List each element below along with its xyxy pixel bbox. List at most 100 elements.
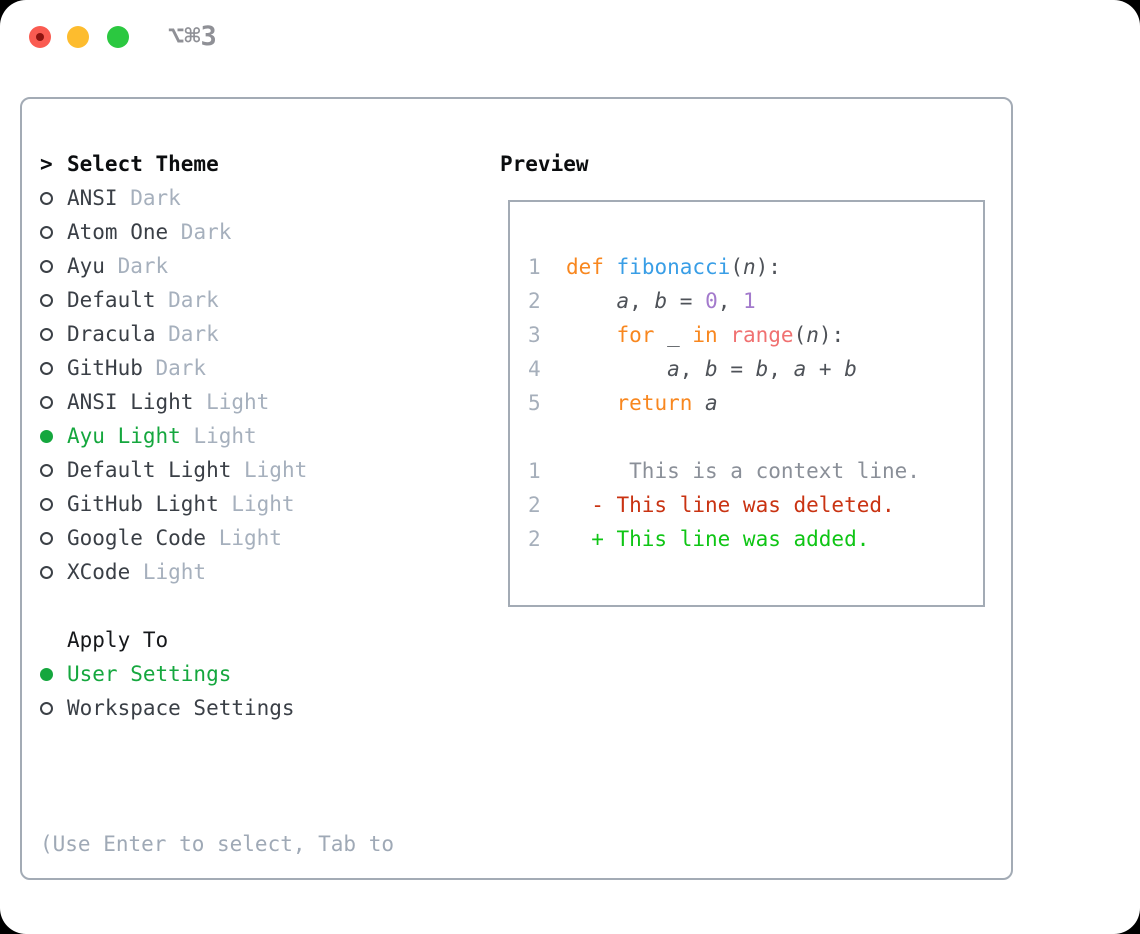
code-token: [566, 323, 617, 347]
radio-icon: [40, 293, 53, 307]
apply-to-header: Apply To: [40, 623, 394, 657]
code-token: 1: [743, 289, 756, 313]
code-token: b: [654, 289, 668, 313]
code-token: [604, 255, 617, 279]
radio-slot: [40, 497, 67, 511]
code-token: n: [806, 323, 819, 347]
line-number: 5: [528, 391, 566, 415]
theme-name: Ayu: [67, 254, 105, 278]
code-line: 5 return a: [528, 386, 983, 420]
radio-selected-icon: [40, 429, 53, 443]
radio-slot: [40, 327, 67, 341]
radio-icon: [40, 701, 53, 715]
code-token: This is a context line.: [629, 459, 920, 483]
theme-option[interactable]: Default Dark: [40, 283, 394, 317]
theme-variant-tag: Light: [193, 424, 257, 448]
theme-variant-tag: Dark: [180, 220, 232, 244]
radio-icon: [40, 497, 53, 511]
line-number: 2: [528, 289, 566, 313]
select-theme-title: Select Theme: [67, 152, 219, 176]
code-token: for: [616, 323, 655, 347]
code-line: 1 This is a context line.: [528, 454, 983, 488]
theme-option[interactable]: GitHub Light Light: [40, 487, 394, 521]
code-line: [528, 420, 983, 454]
code-line: 3 for _ in range(n):: [528, 318, 983, 352]
radio-slot: [40, 225, 67, 239]
theme-variant-tag: Light: [218, 526, 282, 550]
line-number: 1: [528, 459, 630, 483]
theme-name: ANSI: [67, 186, 118, 210]
zoom-button[interactable]: [107, 26, 129, 48]
code-line: 4 a, b = b, a + b: [528, 352, 983, 386]
code-token: [692, 391, 705, 415]
radio-slot: [40, 531, 67, 545]
theme-variant-tag: Light: [231, 492, 295, 516]
radio-icon: [40, 327, 53, 341]
code-token: in: [692, 323, 718, 347]
apply-to-option[interactable]: User Settings: [40, 657, 394, 691]
code-token: - This line was deleted.: [591, 493, 895, 517]
theme-name: GitHub Light: [67, 492, 219, 516]
radio-slot: [40, 395, 67, 409]
code-token: ,: [768, 357, 794, 381]
theme-name: GitHub: [67, 356, 143, 380]
apply-to-name: User Settings: [67, 662, 232, 686]
code-token: [566, 289, 617, 313]
keyboard-hint: (Use Enter to select, Tab to change focu…: [40, 759, 394, 934]
code-token: [566, 391, 617, 415]
radio-slot: [40, 667, 67, 681]
code-token: [566, 357, 667, 381]
select-theme-header: > Select Theme: [40, 147, 394, 181]
theme-variant-tag: Light: [206, 390, 270, 414]
code-token: def: [565, 255, 604, 279]
code-token: b: [844, 357, 857, 381]
code-token: ):: [755, 255, 781, 279]
theme-name: Default: [67, 288, 156, 312]
theme-variant-tag: Dark: [168, 288, 219, 312]
minimize-button[interactable]: [67, 26, 89, 48]
radio-icon: [40, 395, 53, 409]
line-number: 3: [528, 323, 566, 347]
close-button[interactable]: [29, 26, 51, 48]
code-token: range: [730, 323, 794, 347]
radio-icon: [40, 225, 53, 239]
theme-option[interactable]: Atom One Dark: [40, 215, 394, 249]
code-line: 2 - This line was deleted.: [528, 488, 983, 522]
code-token: +: [806, 357, 845, 381]
apply-to-option[interactable]: Workspace Settings: [40, 691, 394, 725]
theme-name: Atom One: [67, 220, 169, 244]
code-token: [718, 323, 731, 347]
code-token: a: [705, 391, 718, 415]
radio-slot: [40, 429, 67, 443]
code-token: (: [793, 323, 807, 347]
radio-selected-icon: [40, 667, 53, 681]
code-token: a: [667, 357, 680, 381]
code-line: 2 + This line was added.: [528, 522, 983, 556]
code-token: + This line was added.: [591, 527, 870, 551]
code-token: ,: [679, 357, 706, 381]
code-token: ,: [717, 289, 744, 313]
code-token: b: [755, 357, 769, 381]
theme-variant-tag: Dark: [117, 254, 169, 278]
code-token: 0: [705, 289, 718, 313]
theme-option[interactable]: Ayu Dark: [40, 249, 394, 283]
preview-title: Preview: [500, 152, 589, 176]
code-token: (: [730, 255, 743, 279]
theme-variant-tag: Light: [142, 560, 207, 584]
